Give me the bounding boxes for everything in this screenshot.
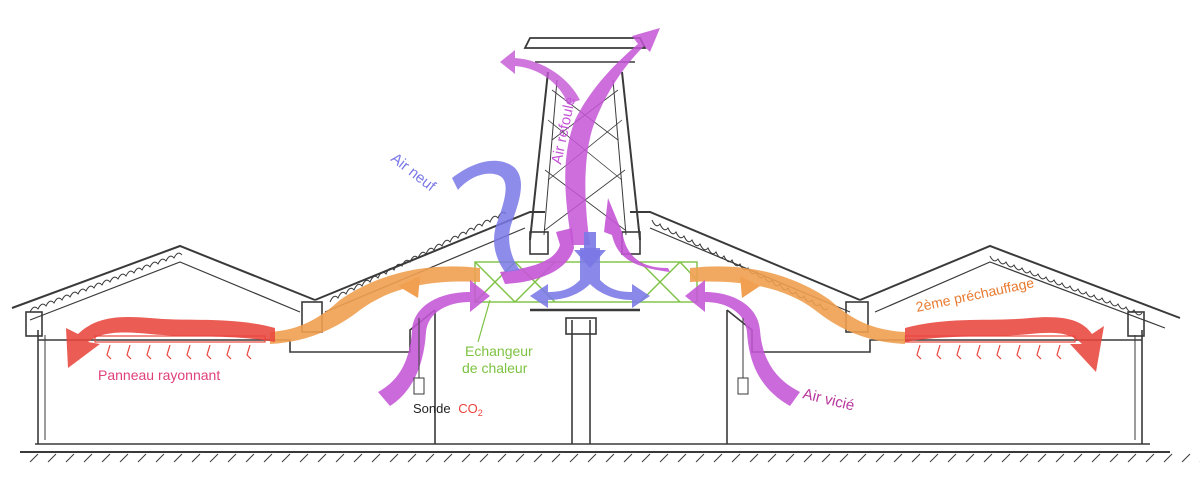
air-vicie-center-right — [604, 198, 670, 272]
label-sonde-text: Sonde — [413, 401, 451, 416]
warm-air-left-arrowhead — [398, 276, 420, 298]
chimney-right — [621, 71, 641, 241]
warm-air-left-flow — [270, 266, 480, 344]
hot-air-left-flow — [66, 316, 275, 368]
roof-insulation-left — [29, 252, 183, 313]
roof-right-outer — [859, 244, 1181, 319]
co2-sensors — [413, 318, 749, 395]
chimney-cap — [523, 37, 647, 49]
air-vicie-right-flow — [685, 280, 800, 406]
air-neuf-intake — [452, 160, 522, 272]
warm-air-right-flow — [690, 266, 905, 344]
label-prechauffage: 2ème préchauffage — [914, 274, 1035, 315]
roof-left-outer — [11, 244, 316, 309]
label-panneau-rayonnant: Panneau rayonnant — [98, 367, 220, 383]
label-echangeur-line2: de chaleur — [462, 360, 528, 376]
roof-insulation-right — [989, 255, 1143, 316]
warm-air-right-arrowhead — [740, 276, 760, 298]
air-neuf-down — [530, 248, 650, 308]
label-air-vicie: Air vicié — [801, 385, 856, 414]
roof-left-inner — [29, 261, 301, 321]
exchanger-leader — [477, 299, 491, 343]
chimney-inner-left — [543, 79, 558, 236]
eave-block-right — [1127, 311, 1145, 337]
label-co2-subscript: 2 — [478, 408, 483, 418]
radiant-panel-left — [94, 335, 266, 360]
air-neuf-center-arrow — [574, 232, 606, 268]
label-air-neuf: Air neuf — [388, 150, 440, 196]
ground-hatching — [29, 453, 1200, 463]
hot-air-right-flow — [905, 317, 1104, 372]
air-refoule-left — [500, 50, 580, 104]
label-echangeur-line1: Echangeur — [465, 343, 533, 359]
label-sonde: Sonde CO2 — [413, 401, 483, 418]
air-refoule-main — [565, 28, 660, 245]
roof-right-inner — [874, 261, 1166, 329]
roof-center-left — [314, 211, 545, 301]
label-co2-text: CO — [458, 401, 478, 416]
eave-block-left — [25, 311, 43, 337]
air-vicie-left-flow — [378, 280, 490, 406]
chimney-foot-left — [529, 231, 549, 255]
central-beam — [565, 317, 597, 335]
roof-insulation-center-left — [329, 211, 507, 303]
chimney-inner-right — [612, 79, 627, 236]
chimney-left — [529, 71, 549, 241]
